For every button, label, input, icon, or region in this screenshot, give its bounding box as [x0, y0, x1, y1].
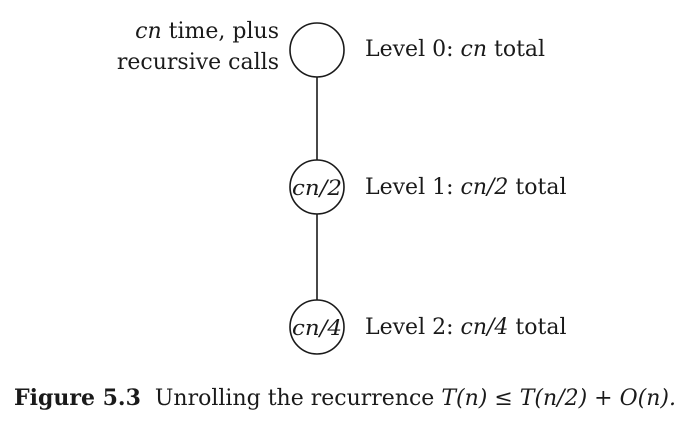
- tree-node-level-2: [289, 299, 345, 355]
- root-annotation-line-2: recursive calls: [117, 50, 279, 75]
- caption-formula: T(n) ≤ T(n/2) + O(n).: [441, 386, 676, 411]
- figure-caption: Figure 5.3 Unrolling the recurrence T(n) …: [14, 385, 684, 411]
- recursion-tree-diagram: cn/2 cn/4 cn time, plus recursive calls …: [117, 19, 567, 355]
- level-2-label: Level 2: cn/4 total: [365, 315, 567, 340]
- caption-text: Unrolling the recurrence: [154, 386, 442, 411]
- level-1-label: Level 1: cn/2 total: [365, 175, 567, 200]
- tree-node-level-1-label: cn/2: [292, 176, 342, 200]
- level-0-label: Level 0: cn total: [365, 37, 545, 62]
- figure-number: Figure 5.3: [14, 385, 141, 411]
- tree-node-level-2-label: cn/4: [292, 316, 342, 340]
- tree-node-level-1: [289, 159, 345, 215]
- tree-node-level-0: [289, 22, 345, 78]
- root-annotation-line-1: cn time, plus: [135, 19, 279, 44]
